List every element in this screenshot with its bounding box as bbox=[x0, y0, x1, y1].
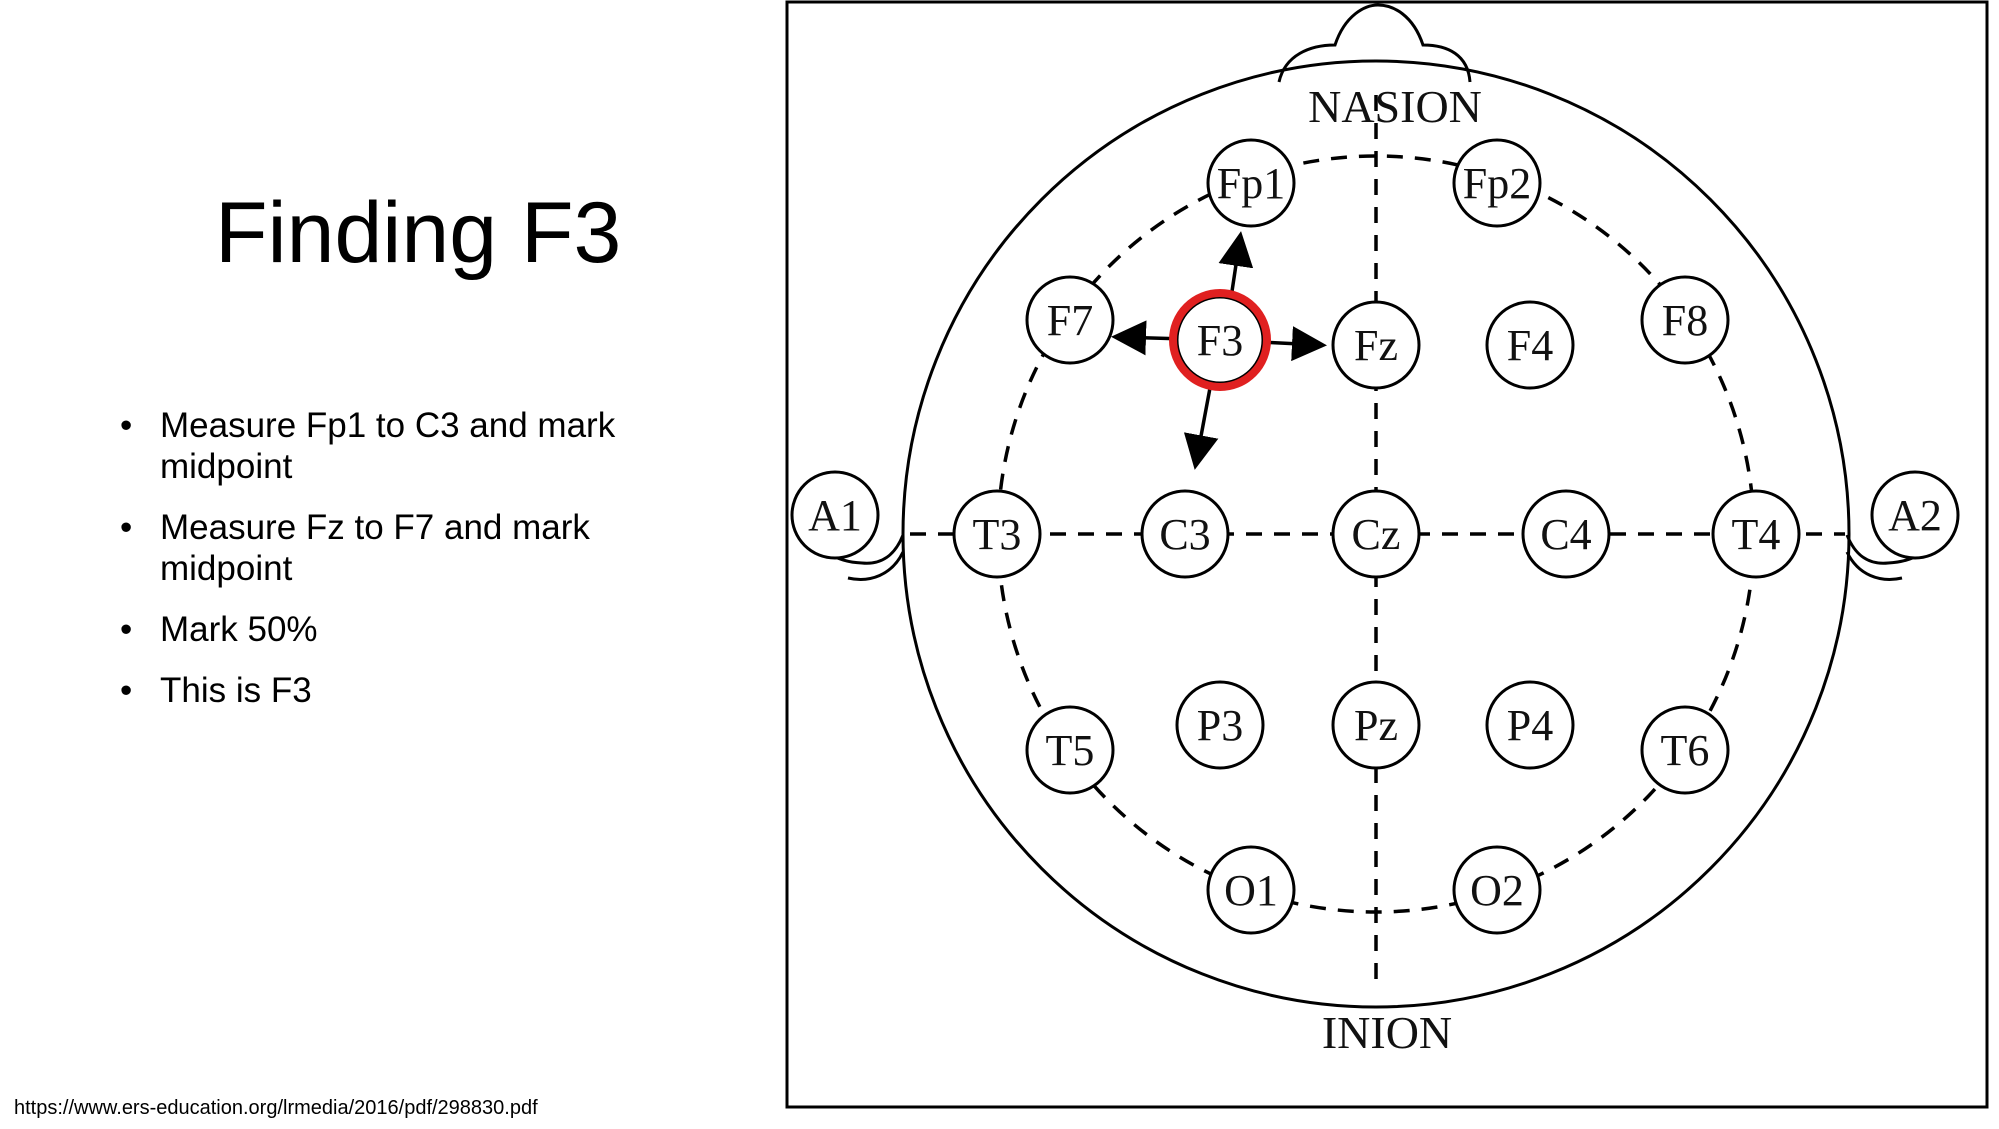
highlight-ring bbox=[1169, 289, 1271, 391]
electrode-o2: O2 bbox=[1452, 845, 1542, 935]
electrode-label: Fp2 bbox=[1463, 159, 1531, 208]
electrode-t6: T6 bbox=[1640, 705, 1730, 795]
electrode-f8: F8 bbox=[1640, 275, 1730, 365]
electrode-fz: Fz bbox=[1331, 300, 1421, 390]
electrode-label: T3 bbox=[973, 510, 1022, 559]
electrode-circle bbox=[1025, 275, 1115, 365]
electrode-label: C3 bbox=[1159, 510, 1210, 559]
electrode-circle bbox=[1175, 680, 1265, 770]
bullet-item: This is F3 bbox=[120, 670, 680, 711]
electrode-circle bbox=[1452, 845, 1542, 935]
bullet-item: Measure Fp1 to C3 and mark midpoint bbox=[120, 405, 680, 487]
electrode-label: Cz bbox=[1352, 510, 1401, 559]
electrode-circle bbox=[1452, 138, 1542, 228]
electrode-fp1: Fp1 bbox=[1206, 138, 1296, 228]
source-link[interactable]: https://www.ers-education.org/lrmedia/20… bbox=[14, 1097, 538, 1119]
electrode-o1: O1 bbox=[1206, 845, 1296, 935]
electrode-circle bbox=[1331, 489, 1421, 579]
electrode-circle bbox=[1640, 275, 1730, 365]
electrode-label: T5 bbox=[1046, 726, 1095, 775]
electrode-cz: Cz bbox=[1331, 489, 1421, 579]
nose-shape bbox=[1277, 3, 1472, 83]
electrode-p4: P4 bbox=[1485, 680, 1575, 770]
electrode-circle bbox=[952, 489, 1042, 579]
electrode-label: F4 bbox=[1507, 321, 1553, 370]
electrode-circle bbox=[1206, 138, 1296, 228]
electrode-label: O1 bbox=[1224, 866, 1278, 915]
diagram-frame bbox=[785, 0, 1989, 1109]
electrode-circle bbox=[790, 470, 880, 560]
electrode-t3: T3 bbox=[952, 489, 1042, 579]
electrode-label: C4 bbox=[1540, 510, 1591, 559]
electrode-circle bbox=[1331, 680, 1421, 770]
electrode-label: P4 bbox=[1507, 701, 1553, 750]
electrode-circle bbox=[1485, 680, 1575, 770]
electrode-fp2: Fp2 bbox=[1452, 138, 1542, 228]
electrode-c4: C4 bbox=[1521, 489, 1611, 579]
electrode-label: Pz bbox=[1354, 701, 1398, 750]
electrode-f3: F3 bbox=[1175, 295, 1265, 385]
electrode-label: F3 bbox=[1197, 316, 1243, 365]
electrode-a2: A2 bbox=[1870, 470, 1960, 560]
bullet-item: Measure Fz to F7 and mark midpoint bbox=[120, 507, 680, 589]
slide-title: Finding F3 bbox=[215, 185, 622, 281]
electrode-circle bbox=[1521, 489, 1611, 579]
electrode-t5: T5 bbox=[1025, 705, 1115, 795]
bullet-item: Mark 50% bbox=[120, 609, 680, 650]
electrode-label: Fz bbox=[1354, 321, 1398, 370]
electrode-circle bbox=[1206, 845, 1296, 935]
electrode-label: F8 bbox=[1662, 296, 1708, 345]
electrode-pz: Pz bbox=[1331, 680, 1421, 770]
electrode-f7: F7 bbox=[1025, 275, 1115, 365]
electrode-circle bbox=[1140, 489, 1230, 579]
electrode-circle bbox=[1331, 300, 1421, 390]
electrode-label: A1 bbox=[808, 491, 862, 540]
electrode-circle bbox=[1025, 705, 1115, 795]
electrode-label: Fp1 bbox=[1217, 159, 1285, 208]
head-outline bbox=[901, 59, 1851, 1009]
electrode-label: T6 bbox=[1661, 726, 1710, 775]
electrode-circle bbox=[1870, 470, 1960, 560]
electrode-f4: F4 bbox=[1485, 300, 1575, 390]
electrode-label: F7 bbox=[1047, 296, 1093, 345]
bullet-list: Measure Fp1 to C3 and mark midpoint Meas… bbox=[120, 405, 680, 731]
electrode-t4: T4 bbox=[1711, 489, 1801, 579]
electrode-circle bbox=[1711, 489, 1801, 579]
electrode-label: T4 bbox=[1732, 510, 1781, 559]
electrode-c3: C3 bbox=[1140, 489, 1230, 579]
electrode-p3: P3 bbox=[1175, 680, 1265, 770]
inion-label: INION bbox=[1322, 1007, 1452, 1058]
electrode-label: P3 bbox=[1197, 701, 1243, 750]
electrode-a1: A1 bbox=[790, 470, 880, 560]
electrode-circle bbox=[1640, 705, 1730, 795]
nasion-label: NASION bbox=[1308, 81, 1482, 132]
electrode-label: O2 bbox=[1470, 866, 1524, 915]
electrode-circle bbox=[1485, 300, 1575, 390]
electrode-label: A2 bbox=[1888, 491, 1942, 540]
